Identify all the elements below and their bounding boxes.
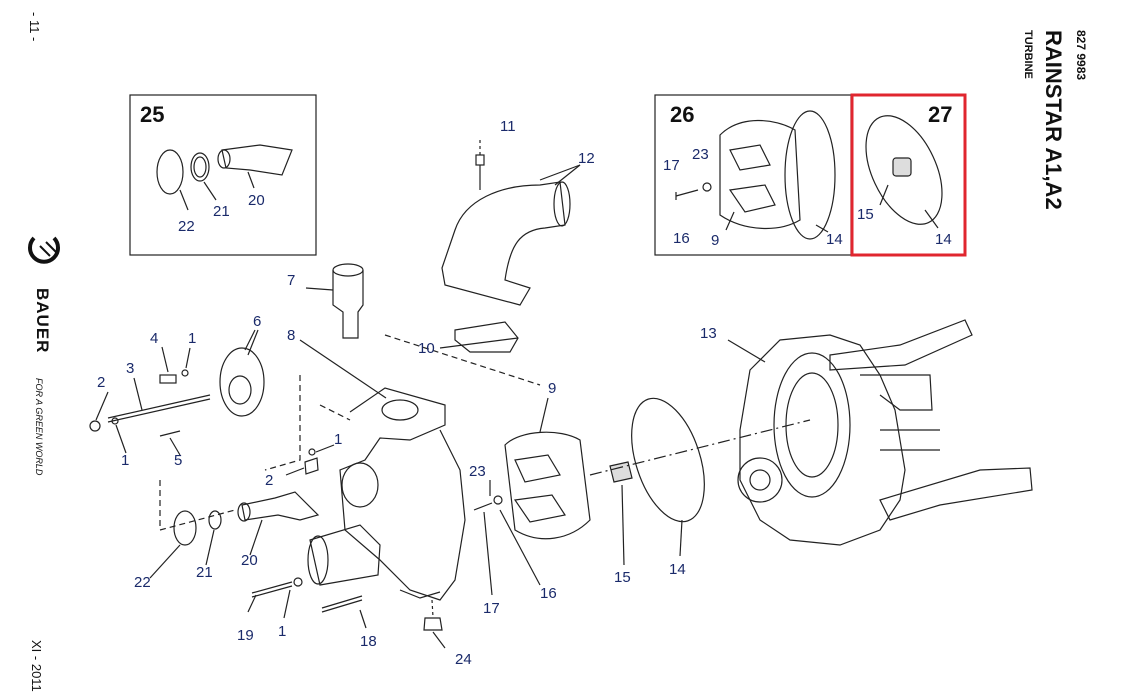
callout-7: 7 [287, 272, 296, 289]
box-27-title: 27 [928, 102, 953, 127]
box27-label-14: 14 [935, 231, 952, 248]
callout-8: 8 [287, 327, 296, 344]
callout-16: 16 [540, 585, 557, 602]
callout-17: 17 [483, 600, 500, 617]
box25-label-21: 21 [213, 203, 230, 220]
callout-9: 9 [548, 380, 557, 397]
callout-1-mid: 1 [334, 431, 343, 448]
callout-13: 13 [700, 325, 717, 342]
callout-4: 4 [150, 330, 159, 347]
box26-label-23: 23 [692, 146, 709, 163]
callout-19: 19 [237, 627, 254, 644]
box-25-title: 25 [140, 102, 165, 127]
box25-label-20: 20 [248, 192, 265, 209]
box26-label-14: 14 [826, 231, 843, 248]
callout-11: 11 [500, 118, 516, 135]
callout-14: 14 [669, 561, 686, 578]
callout-2-mid: 2 [265, 472, 274, 489]
box26-label-16: 16 [673, 230, 690, 247]
callout-12: 12 [578, 150, 595, 167]
box-27-highlight [850, 93, 967, 257]
callout-3: 3 [126, 360, 135, 377]
callout-20: 20 [241, 552, 258, 569]
box25-label-22: 22 [178, 218, 195, 235]
callout-1-bottom: 1 [278, 623, 287, 640]
callout-23: 23 [469, 463, 486, 480]
callout-21: 21 [196, 564, 213, 581]
callout-18: 18 [360, 633, 377, 650]
box26-label-9: 9 [711, 232, 720, 249]
callout-1-left: 1 [121, 452, 130, 469]
callout-6: 6 [253, 313, 262, 330]
callout-10: 10 [418, 340, 435, 357]
box-25-frame [129, 94, 317, 256]
callout-2-left: 2 [97, 374, 106, 391]
box-26-title: 26 [670, 102, 695, 127]
box27-label-15: 15 [857, 206, 874, 223]
box26-label-17: 17 [663, 157, 680, 174]
callout-1-top: 1 [188, 330, 197, 347]
callout-5: 5 [174, 452, 183, 469]
callout-15: 15 [614, 569, 631, 586]
callout-24: 24 [455, 651, 472, 668]
callout-22: 22 [134, 574, 151, 591]
